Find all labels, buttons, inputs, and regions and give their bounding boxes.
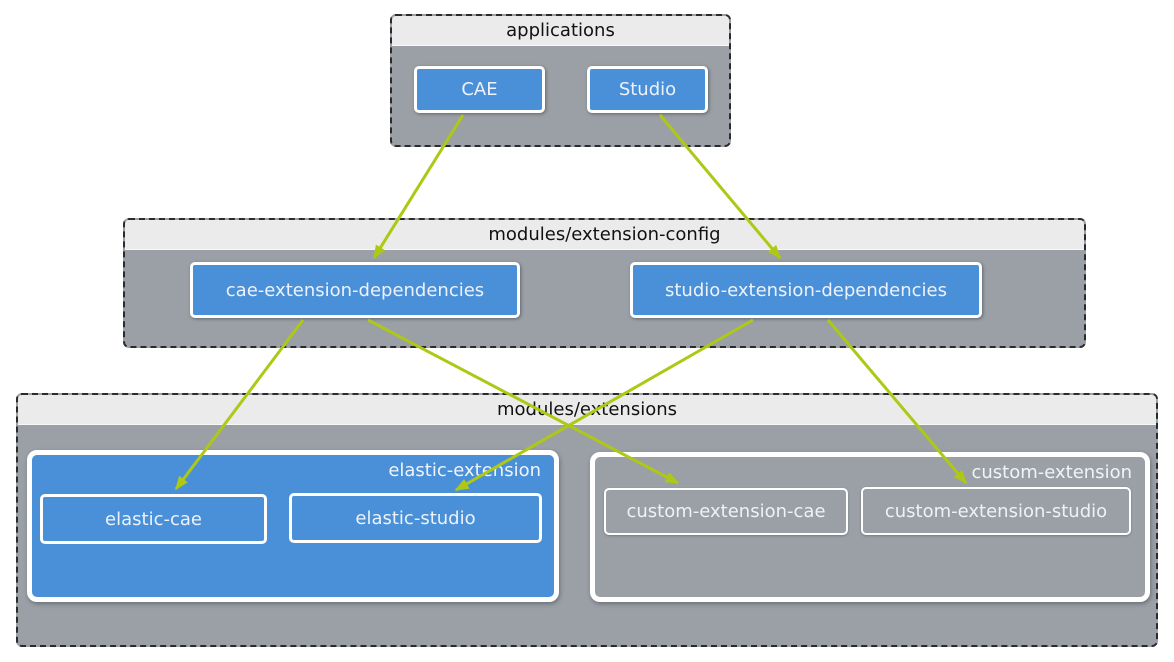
node-elastic-studio-label: elastic-studio — [355, 507, 476, 529]
container-extension-config-title: modules/extension-config — [125, 220, 1084, 250]
node-custom-extension-studio-label: custom-extension-studio — [884, 500, 1108, 522]
node-cae-label: CAE — [461, 79, 498, 100]
node-studio-label: Studio — [618, 79, 677, 100]
group-elastic-extension-title: elastic-extension — [388, 460, 541, 481]
node-elastic-cae: elastic-cae — [40, 494, 267, 544]
container-applications: applications CAE Studio — [390, 14, 731, 147]
group-custom-extension: custom-extension custom-extension-cae cu… — [590, 452, 1150, 602]
container-applications-title: applications — [392, 16, 729, 46]
container-extensions-title: modules/extensions — [18, 395, 1156, 425]
node-studio-extension-dependencies: studio-extension-dependencies — [630, 262, 982, 318]
node-studio: Studio — [587, 66, 708, 113]
node-studio-extension-dependencies-label: studio-extension-dependencies — [664, 279, 948, 301]
node-cae: CAE — [414, 66, 545, 113]
node-cae-extension-dependencies-label: cae-extension-dependencies — [225, 279, 485, 301]
group-custom-extension-title: custom-extension — [971, 462, 1132, 483]
node-custom-extension-studio: custom-extension-studio — [861, 487, 1131, 535]
node-custom-extension-cae: custom-extension-cae — [604, 488, 848, 535]
container-extension-config: modules/extension-config cae-extension-d… — [123, 218, 1086, 348]
node-elastic-studio: elastic-studio — [289, 493, 542, 543]
container-extensions: modules/extensions elastic-extension ela… — [16, 393, 1158, 647]
node-elastic-cae-label: elastic-cae — [105, 508, 202, 530]
node-cae-extension-dependencies: cae-extension-dependencies — [190, 262, 520, 318]
node-custom-extension-cae-label: custom-extension-cae — [626, 501, 826, 522]
group-elastic-extension: elastic-extension elastic-cae elastic-st… — [27, 450, 559, 602]
